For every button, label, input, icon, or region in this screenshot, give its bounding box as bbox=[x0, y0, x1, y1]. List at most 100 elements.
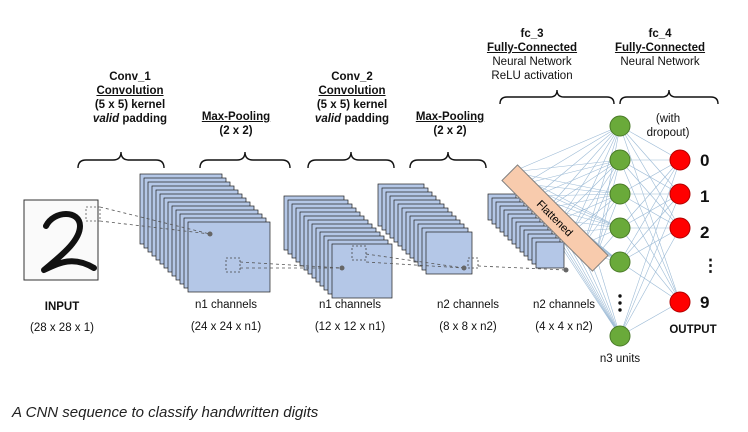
conv1-padding-rest: padding bbox=[119, 113, 168, 125]
input-caption: INPUT (28 x 28 x 1) bbox=[20, 300, 104, 335]
fc3-edge bbox=[559, 159, 621, 221]
fc4-edge bbox=[619, 159, 681, 229]
output-neuron bbox=[669, 149, 691, 171]
pool2-brace bbox=[409, 151, 487, 169]
conv1-brace bbox=[77, 151, 165, 169]
figure-caption: A CNN sequence to classify handwritten d… bbox=[12, 404, 319, 421]
feature-map-slice bbox=[331, 243, 393, 299]
stage4-dims: (4 x 4 x n2) bbox=[535, 321, 593, 333]
output-label-0: 0 bbox=[700, 151, 710, 170]
hidden-units-caption: n3 units bbox=[599, 353, 641, 365]
dropout-label: (with dropout) bbox=[628, 112, 708, 140]
fc4-brace bbox=[619, 89, 719, 105]
fc4-name: fc_4 bbox=[648, 28, 672, 40]
fc3-edge bbox=[559, 193, 621, 221]
conv2-brace bbox=[307, 151, 395, 169]
dropout-line2: dropout) bbox=[646, 127, 690, 139]
stage3-channels: n2 channels bbox=[436, 299, 500, 311]
stage4-caption: n2 channels (4 x 4 x n2) bbox=[514, 298, 614, 334]
fc3-edge bbox=[535, 125, 621, 197]
output-title: OUTPUT bbox=[669, 324, 717, 336]
fc3-type: Fully-Connected bbox=[486, 42, 578, 54]
conv2-kernel: (5 x 5) kernel bbox=[316, 99, 388, 111]
pool1-size: (2 x 2) bbox=[219, 125, 253, 137]
pool1-label: Max-Pooling (2 x 2) bbox=[196, 110, 276, 138]
cnn-diagram: Flattened Conv_1 Convolution (5 x 5) ker… bbox=[20, 28, 719, 365]
stage2-caption: n1 channels (12 x 12 x n1) bbox=[300, 298, 400, 334]
stage2-dims: (12 x 12 x n1) bbox=[314, 321, 386, 333]
fc3-edge bbox=[595, 125, 621, 257]
fc4-edge bbox=[619, 159, 681, 303]
fc4-line1: Neural Network bbox=[620, 56, 700, 68]
stage1-dims: (24 x 24 x n1) bbox=[190, 321, 262, 333]
output-neuron bbox=[669, 217, 691, 239]
layer-braces bbox=[77, 89, 719, 169]
hidden-neuron bbox=[609, 251, 631, 273]
fc4-edge bbox=[619, 227, 681, 263]
input-dims: (28 x 28 x 1) bbox=[30, 322, 94, 334]
stage1-channels: n1 channels bbox=[194, 299, 258, 311]
output-neuron bbox=[669, 183, 691, 205]
hidden-neuron bbox=[609, 149, 631, 171]
fc3-edge bbox=[595, 255, 621, 337]
fc4-edge bbox=[619, 193, 681, 263]
fc3-edge bbox=[571, 159, 621, 233]
conv2-padding-rest: padding bbox=[341, 113, 390, 125]
conv2-padding-italic: valid bbox=[314, 113, 342, 125]
fc3-edge bbox=[583, 125, 621, 245]
neurons bbox=[609, 115, 691, 347]
pool1-brace bbox=[199, 151, 291, 169]
fc4-edge bbox=[619, 125, 681, 303]
stage4-channels: n2 channels bbox=[532, 299, 596, 311]
pool2-label: Max-Pooling (2 x 2) bbox=[410, 110, 490, 138]
dropout-line1: (with bbox=[655, 113, 681, 125]
pool2-size: (2 x 2) bbox=[433, 125, 467, 137]
fc3-edge bbox=[535, 159, 621, 197]
pool1-name: Max-Pooling bbox=[201, 111, 271, 123]
conv2-label: Conv_2 Convolution (5 x 5) kernel valid … bbox=[312, 70, 392, 126]
fc4-edge bbox=[619, 227, 681, 337]
fc3-edge bbox=[547, 125, 621, 209]
output-neuron bbox=[669, 291, 691, 313]
fc3-edge bbox=[535, 193, 621, 197]
pool2-feature-maps bbox=[487, 193, 565, 269]
fc3-edge bbox=[511, 125, 621, 173]
fc3-edge bbox=[523, 183, 621, 195]
fc3-edge bbox=[583, 159, 621, 245]
stage3-caption: n2 channels (8 x 8 x n2) bbox=[418, 298, 518, 334]
ellipsis-dots bbox=[618, 294, 622, 312]
conv2-feature-maps bbox=[377, 183, 473, 275]
stage1-caption: n1 channels (24 x 24 x n1) bbox=[176, 298, 276, 334]
fc4-edge bbox=[619, 159, 681, 263]
hidden-neuron bbox=[609, 115, 631, 137]
output-label-dots: ⋮ bbox=[702, 256, 719, 275]
output-label-9: 9 bbox=[700, 293, 710, 312]
conv2-name: Conv_2 bbox=[331, 71, 373, 83]
fc4-edge bbox=[619, 301, 681, 337]
fc4-type: Fully-Connected bbox=[614, 42, 706, 54]
input-image bbox=[23, 199, 101, 281]
projection-dots bbox=[207, 231, 569, 273]
pool2-name: Max-Pooling bbox=[415, 111, 485, 123]
fc3-edge bbox=[595, 159, 621, 257]
hidden-neuron bbox=[609, 183, 631, 205]
cnn-diagram-graphics: Flattened bbox=[23, 89, 719, 347]
fc4-edge bbox=[619, 159, 681, 337]
fc3-line2: ReLU activation bbox=[491, 70, 573, 82]
output-label-2: 2 bbox=[700, 223, 710, 242]
conv1-kernel: (5 x 5) kernel bbox=[94, 99, 166, 111]
fc3-line1: Neural Network bbox=[492, 56, 572, 68]
fc3-edge bbox=[571, 125, 621, 233]
stage2-channels: n1 channels bbox=[318, 299, 382, 311]
conv2-type: Convolution bbox=[318, 85, 386, 97]
fc3-edge bbox=[511, 159, 621, 173]
fc3-edge bbox=[559, 125, 621, 221]
conv1-type: Convolution bbox=[96, 85, 164, 97]
stage3-dims: (8 x 8 x n2) bbox=[439, 321, 497, 333]
input-title: INPUT bbox=[44, 301, 80, 313]
conv1-padding-italic: valid bbox=[92, 113, 120, 125]
pool1-feature-maps bbox=[283, 195, 393, 299]
feature-map-slice bbox=[535, 241, 565, 269]
fc3-edge bbox=[547, 159, 621, 209]
fc4-edge bbox=[619, 125, 681, 161]
